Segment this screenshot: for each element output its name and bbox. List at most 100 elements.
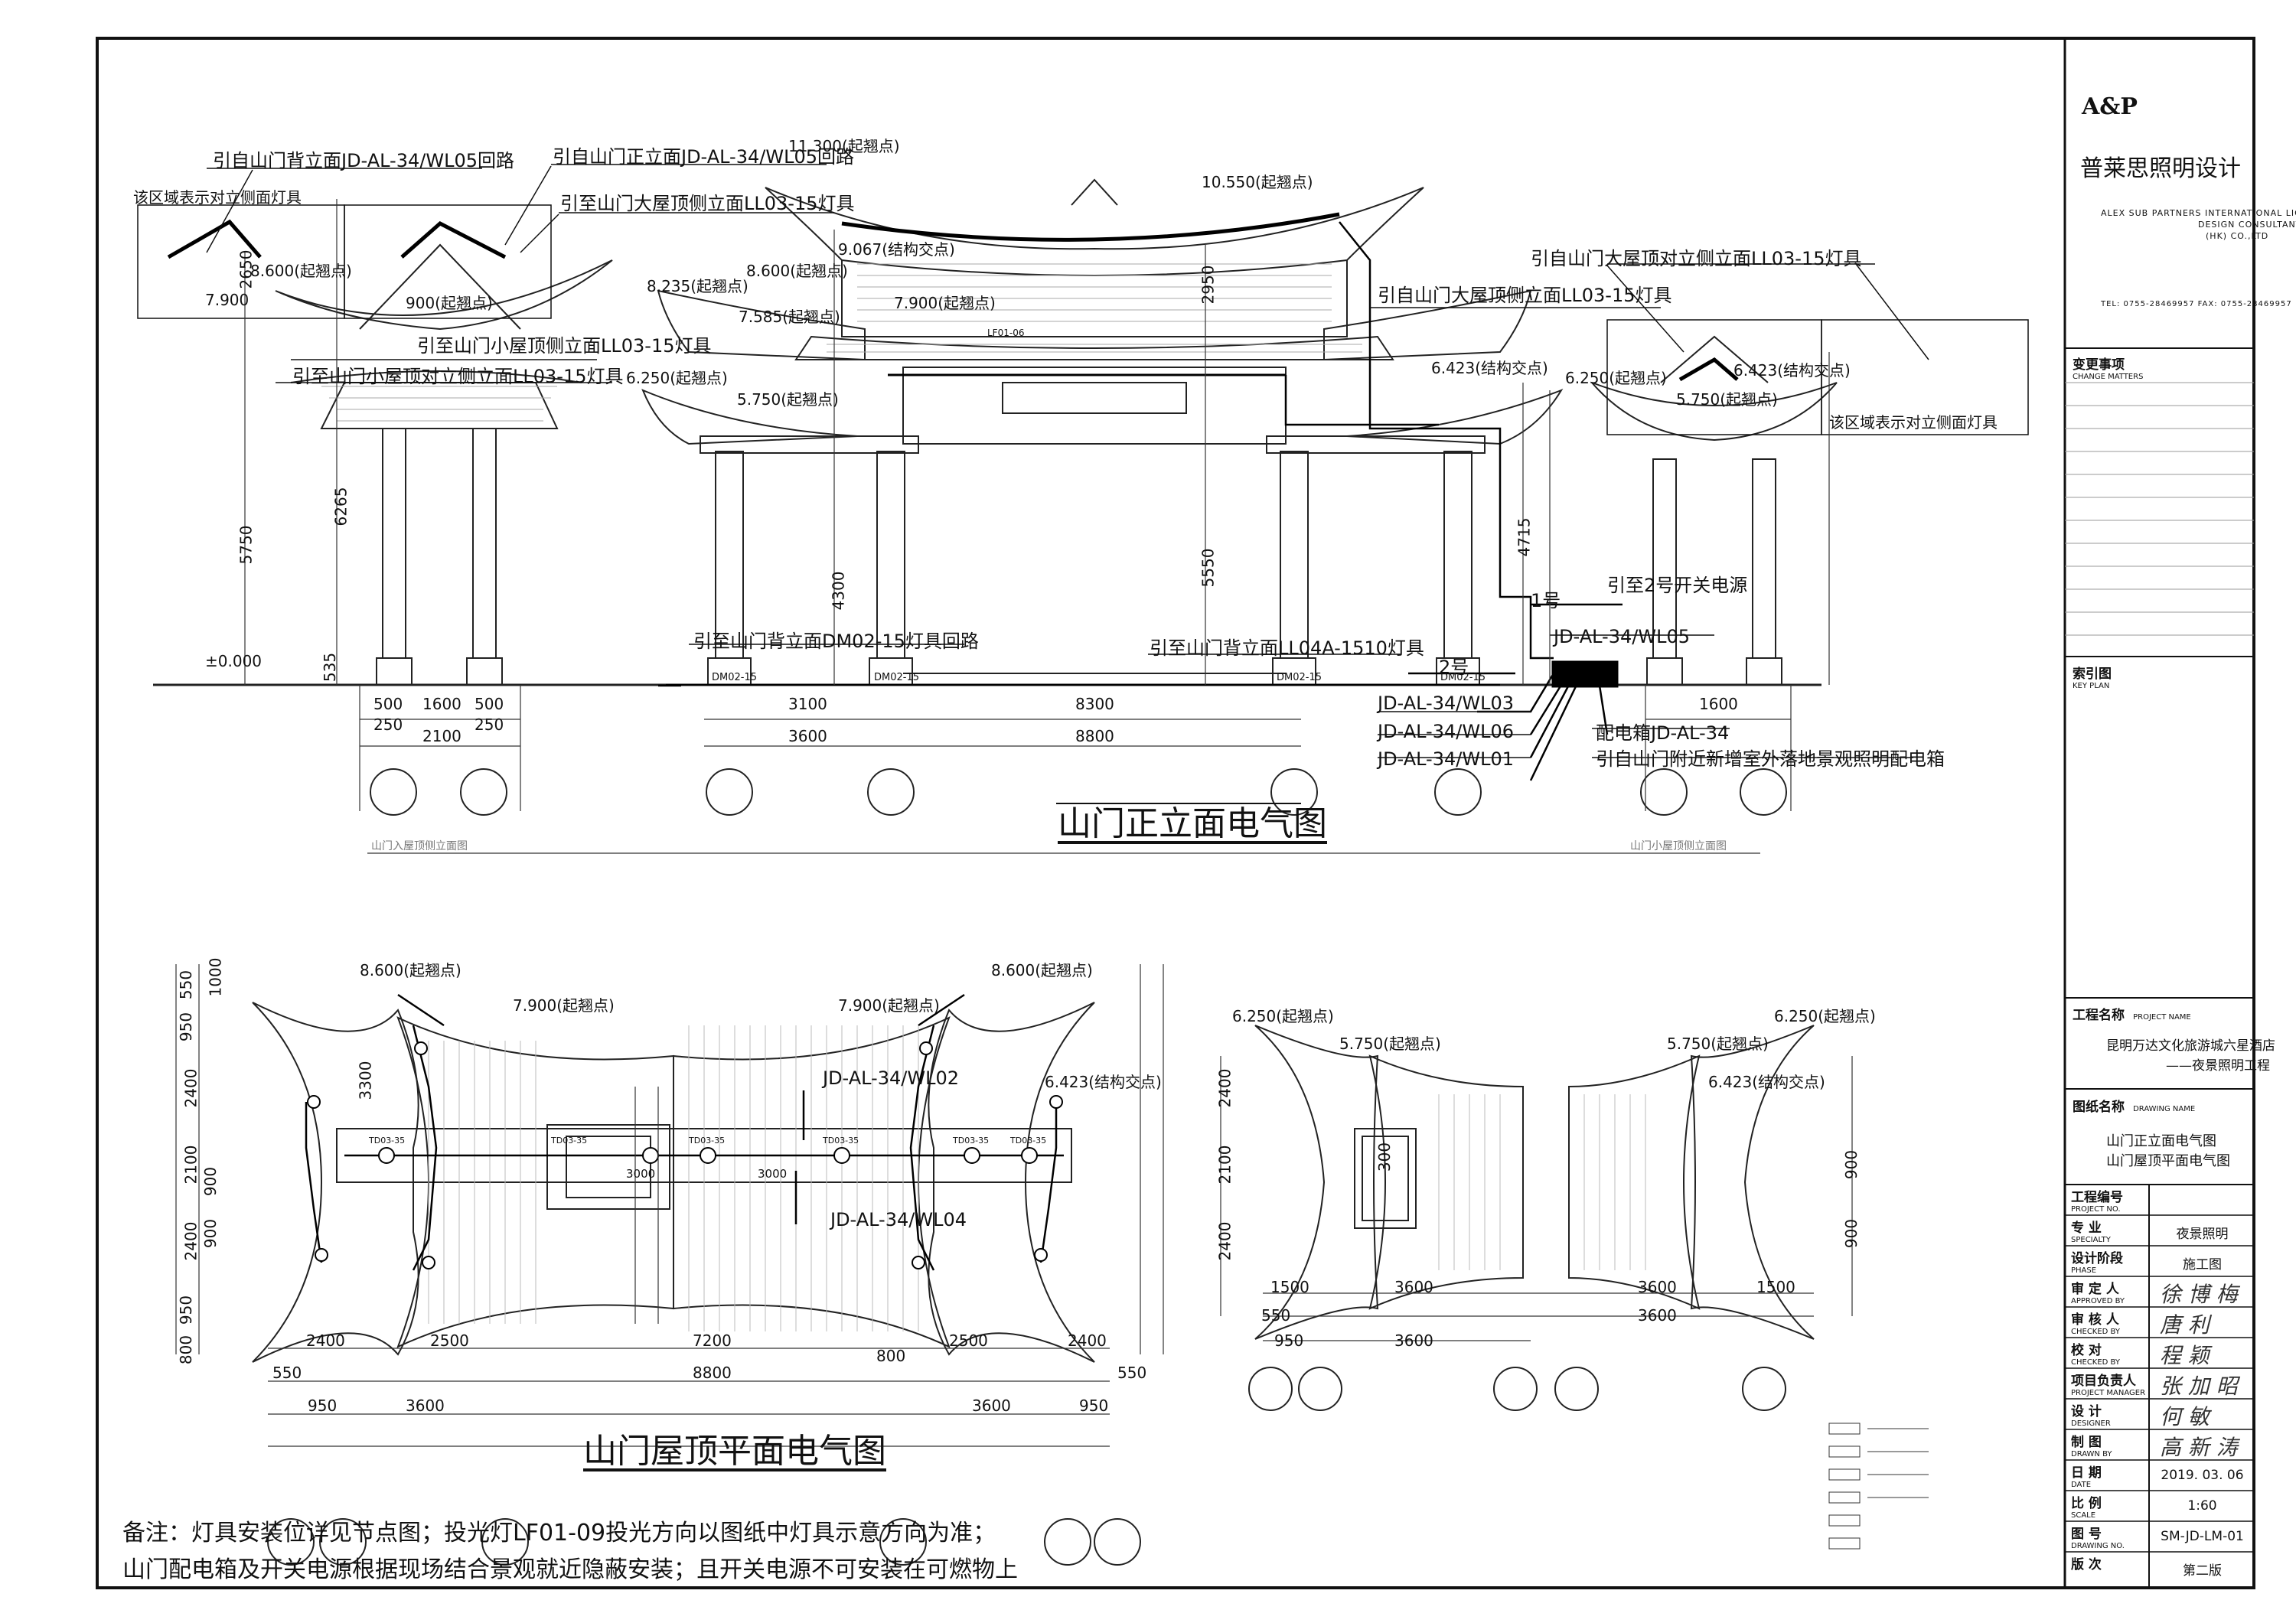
- plan-level-p2: 8.600(起翘点): [991, 961, 1093, 979]
- level-l6: 8.600(起翘点): [746, 262, 848, 280]
- plan-level-p8: 5.750(起翘点): [1339, 1035, 1441, 1053]
- dim-v3: 535: [321, 652, 340, 683]
- level-l7: 7.900(起翘点): [894, 294, 996, 312]
- plan-dim-b7: 3600: [972, 1396, 1011, 1415]
- dim-d4: 3600: [788, 727, 827, 745]
- project-name-2: ——夜景照明工程: [2166, 1058, 2270, 1074]
- note-line-1: 备注：灯具安装位详见节点图；投光灯LF01-09投光方向以图纸中灯具示意方向为准…: [122, 1520, 996, 1546]
- plan-dim-b8: 950: [1079, 1396, 1109, 1415]
- plan-dim-b10: 3000: [758, 1167, 788, 1181]
- signature: 何 敏: [2160, 1404, 2210, 1429]
- plan-dim-v14: 900: [1842, 1149, 1861, 1180]
- plan-level-p1: 8.600(起翘点): [360, 961, 461, 979]
- plan-dim-c4: 1500: [1756, 1278, 1795, 1296]
- contact-line: TEL: 0755-28469957 FAX: 0755-28469957: [2101, 300, 2292, 308]
- callout-c17: JD-AL-34/WL06: [1378, 721, 1514, 742]
- plan-dim-b3: 800: [876, 1347, 906, 1365]
- dim-d5: 8300: [1075, 695, 1114, 713]
- level-l1: 11.300(起翘点): [788, 137, 900, 155]
- level-l13: 6.423(结构交点): [1733, 361, 1851, 380]
- callout-c13: 引至山门背立面DM02-15灯具回路: [693, 631, 979, 652]
- level-l15: 7.900: [205, 291, 249, 309]
- plan-fixture-t4: TD03-35: [823, 1136, 859, 1146]
- plan-circuit-w2: JD-AL-34/WL04: [830, 1209, 967, 1230]
- fixture-f1: DM02-15: [712, 672, 758, 683]
- note-line-2: 山门配电箱及开关电源根据现场结合景观就近隐蔽安装；且开关电源不可安装在可燃物上: [122, 1556, 1018, 1583]
- plan-dim-c5: 550: [1261, 1306, 1291, 1325]
- tb-row-value: 2019. 03. 06: [2161, 1468, 2244, 1483]
- plan-dim-v1: 2400: [181, 1068, 201, 1108]
- plan-dim-v12: 2100: [1215, 1145, 1234, 1185]
- dim-d7: 1600: [1699, 695, 1738, 713]
- plan-fixture-t1: TD03-35: [369, 1136, 406, 1146]
- project-name-label: 工程名称 PROJECT NAME: [2073, 1008, 2191, 1023]
- plan-title: 山门屋顶平面电气图: [583, 1432, 886, 1471]
- elevation-right-caption: 山门小屋顶侧立面图: [1630, 840, 1727, 852]
- dim-v4: 4300: [829, 571, 848, 611]
- signature: 程 颖: [2160, 1343, 2210, 1368]
- level-l14: 5.750(起翘点): [1676, 390, 1778, 409]
- callout-c11: 1号: [1531, 590, 1561, 611]
- plan-dim-v11: 2400: [1215, 1068, 1234, 1108]
- dim-d11: 250: [475, 715, 504, 734]
- callout-c9: 该区域表示对立侧面灯具: [1829, 413, 1998, 432]
- callout-c19: 配电箱JD-AL-34: [1596, 722, 1730, 744]
- plan-dim-a1: 2400: [306, 1331, 345, 1350]
- drawing-name-label: 图纸名称 DRAWING NAME: [2073, 1100, 2196, 1115]
- plan-dim-b9: 3000: [626, 1167, 656, 1181]
- plan-level-p5: 6.423(结构交点): [1045, 1073, 1162, 1091]
- callout-c20: 引自山门附近新增室外落地景观照明配电箱: [1596, 748, 1945, 770]
- callout-c16: JD-AL-34/WL03: [1378, 693, 1514, 714]
- drawing-name-1: 山门正立面电气图: [2106, 1133, 2216, 1149]
- callout-c14: 引至山门背立面LL04A-1510灯具: [1150, 637, 1424, 659]
- plan-dim-v17: 3300: [356, 1061, 375, 1100]
- project-name-1: 昆明万达文化旅游城六星酒店: [2106, 1038, 2275, 1054]
- plan-dim-a5: 2400: [1068, 1331, 1107, 1350]
- tb-row-value: SM-JD-LM-01: [2161, 1529, 2244, 1544]
- dim-d10: 250: [373, 715, 403, 734]
- tb-row-label: 版 次: [2071, 1557, 2102, 1572]
- signature: 张 加 昭: [2160, 1374, 2238, 1399]
- fixture-f3: DM02-15: [1277, 672, 1322, 683]
- dim-d9: 500: [475, 695, 504, 713]
- plan-dim-b4: 550: [1117, 1364, 1147, 1382]
- plan-dim-v13: 2400: [1215, 1221, 1234, 1261]
- level-l3: 9.067(结构交点): [838, 240, 955, 259]
- callout-c18: JD-AL-34/WL01: [1378, 748, 1514, 770]
- dim-v6: 4715: [1515, 517, 1534, 557]
- plan-fixture-t2: TD03-35: [551, 1136, 588, 1146]
- plan-dim-b6: 3600: [406, 1396, 445, 1415]
- fixture-f2: DM02-15: [874, 672, 920, 683]
- dim-v1: 6265: [331, 487, 351, 526]
- callout-c8: 引自山门大屋顶侧立面LL03-15灯具: [1378, 285, 1672, 306]
- callout-c5: 引至山门小屋顶侧立面LL03-15灯具: [417, 335, 712, 357]
- plan-dim-v9: 550: [177, 970, 196, 1000]
- elevation-title: 山门正立面电气图: [1058, 804, 1327, 843]
- dim-v7: 2650: [236, 249, 256, 289]
- signature: 徐 博 梅: [2160, 1282, 2238, 1307]
- level-l12: 6.250(起翘点): [1565, 369, 1667, 387]
- plan-circuit-w1: JD-AL-34/WL02: [823, 1067, 959, 1089]
- dim-v8: 2950: [1199, 265, 1218, 305]
- plan-level-p9: 5.750(起翘点): [1667, 1035, 1769, 1053]
- consultant-line-3: (HK) CO.,LTD: [2206, 231, 2269, 241]
- callout-c1: 引自山门背立面JD-AL-34/WL05回路: [213, 150, 514, 171]
- plan-level-p7: 6.250(起翘点): [1774, 1007, 1876, 1025]
- plan-level-p6: 6.250(起翘点): [1232, 1007, 1334, 1025]
- level-l11: 5.750(起翘点): [737, 390, 839, 409]
- dim-d8: 500: [373, 695, 403, 713]
- plan-fixture-t6: TD03-35: [1010, 1136, 1047, 1146]
- signature: 高 新 涛: [2160, 1435, 2238, 1460]
- tb-row-value: 1:60: [2187, 1498, 2217, 1514]
- company-logo: A&P: [2082, 93, 2138, 120]
- plan-level-p3: 7.900(起翘点): [513, 996, 615, 1015]
